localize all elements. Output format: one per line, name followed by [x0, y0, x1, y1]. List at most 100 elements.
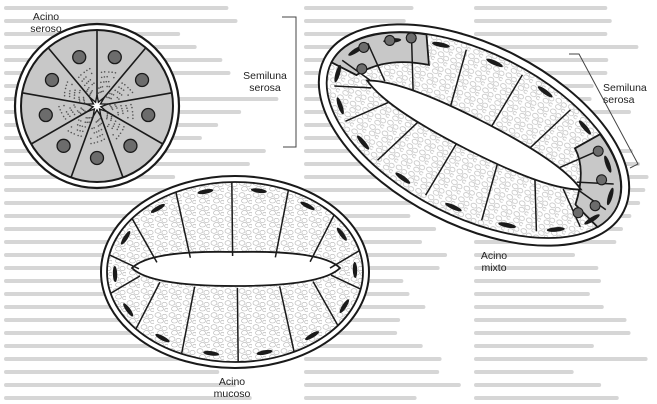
- zymogen-granule: [101, 140, 103, 142]
- zymogen-granule: [93, 127, 95, 129]
- zymogen-granule: [90, 93, 92, 95]
- zymogen-granule: [115, 120, 117, 122]
- zymogen-granule: [101, 91, 103, 93]
- serous-acinus: [15, 24, 179, 188]
- zymogen-granule: [119, 124, 121, 126]
- zymogen-granule: [86, 82, 88, 84]
- zymogen-granule: [74, 94, 76, 96]
- zymogen-granule: [132, 92, 134, 94]
- zymogen-granule: [98, 87, 100, 89]
- zymogen-granule: [111, 128, 113, 130]
- serous-nucleus: [57, 139, 70, 152]
- serous-acinus-label: Acino seroso: [22, 11, 70, 35]
- zymogen-granule: [87, 117, 89, 119]
- mucous-lumen: [132, 252, 340, 286]
- zymogen-granule: [80, 107, 82, 109]
- zymogen-granule: [110, 120, 112, 122]
- zymogen-granule: [129, 89, 131, 91]
- mucous-acinus: [101, 176, 369, 368]
- zymogen-granule: [97, 141, 99, 143]
- zymogen-granule: [67, 113, 69, 115]
- zymogen-granule: [127, 110, 129, 112]
- zymogen-granule: [90, 79, 92, 81]
- zymogen-granule: [78, 76, 80, 78]
- zymogen-granule: [74, 114, 76, 116]
- zymogen-granule: [83, 100, 85, 102]
- zymogen-granule: [91, 84, 93, 86]
- serous-nucleus: [136, 74, 149, 87]
- zymogen-granule: [110, 98, 112, 100]
- zymogen-granule: [79, 125, 81, 127]
- zymogen-granule: [120, 105, 122, 107]
- zymogen-granule: [111, 118, 113, 120]
- zymogen-granule: [106, 116, 108, 118]
- zymogen-granule: [83, 98, 85, 100]
- zymogen-granule: [102, 134, 104, 136]
- zymogen-granule: [99, 124, 101, 126]
- zymogen-granule: [83, 78, 85, 80]
- zymogen-granule: [70, 132, 72, 134]
- zymogen-granule: [99, 135, 101, 137]
- zymogen-granule: [113, 94, 115, 96]
- zymogen-granule: [84, 126, 86, 128]
- zymogen-granule: [106, 118, 108, 120]
- zymogen-granule: [66, 111, 68, 113]
- zymogen-granule: [118, 98, 120, 100]
- zymogen-granule: [127, 117, 129, 119]
- zymogen-granule: [132, 114, 134, 116]
- zymogen-granule: [90, 138, 92, 140]
- serous-nucleus: [142, 109, 155, 122]
- mucous-cell-wall: [237, 288, 238, 364]
- zymogen-granule: [80, 113, 82, 115]
- zymogen-granule: [113, 77, 115, 79]
- zymogen-granule: [106, 86, 108, 88]
- zymogen-granule: [118, 86, 120, 88]
- zymogen-granule: [83, 72, 85, 74]
- zymogen-granule: [64, 92, 66, 94]
- zymogen-granule: [79, 130, 81, 132]
- zymogen-granule: [67, 81, 69, 83]
- zymogen-granule: [104, 76, 106, 78]
- mucous-acinus-label: Acino mucoso: [206, 376, 258, 400]
- zymogen-granule: [105, 81, 107, 83]
- zymogen-granule: [84, 85, 86, 87]
- zymogen-granule: [69, 96, 71, 98]
- zymogen-granule: [67, 130, 69, 132]
- zymogen-granule: [100, 87, 102, 89]
- zymogen-granule: [89, 68, 91, 70]
- zymogen-granule: [65, 88, 67, 90]
- zymogen-granule: [103, 138, 105, 140]
- zymogen-granule: [127, 87, 129, 89]
- zymogen-granule: [123, 89, 125, 91]
- zymogen-granule: [72, 111, 74, 113]
- zymogen-granule: [69, 107, 71, 109]
- zymogen-granule: [74, 89, 76, 91]
- zymogen-granule: [125, 105, 127, 107]
- zymogen-granule: [123, 126, 125, 128]
- zymogen-granule: [78, 119, 80, 121]
- zymogen-granule: [79, 100, 81, 102]
- zymogen-granule: [111, 93, 113, 95]
- zymogen-granule: [100, 82, 102, 84]
- zymogen-granule: [126, 107, 128, 109]
- zymogen-granule: [101, 129, 103, 131]
- serous-nucleus: [45, 74, 58, 87]
- zymogen-granule: [99, 118, 101, 120]
- serous-nucleus: [91, 152, 104, 165]
- zymogen-granule: [113, 125, 115, 127]
- zymogen-granule: [109, 86, 111, 88]
- zymogen-granule: [71, 109, 73, 111]
- zymogen-granule: [103, 81, 105, 83]
- zymogen-granule: [90, 91, 92, 93]
- zymogen-granule: [84, 102, 86, 104]
- zymogen-granule: [89, 117, 91, 119]
- zymogen-granule: [114, 104, 116, 106]
- zymogen-granule: [59, 109, 61, 111]
- zymogen-granule: [114, 123, 116, 125]
- zymogen-granule: [101, 123, 103, 125]
- zymogen-granule: [98, 125, 100, 127]
- zymogen-granule: [69, 90, 71, 92]
- zymogen-granule: [88, 81, 90, 83]
- zymogen-granule: [117, 114, 119, 116]
- zymogen-granule: [102, 86, 104, 88]
